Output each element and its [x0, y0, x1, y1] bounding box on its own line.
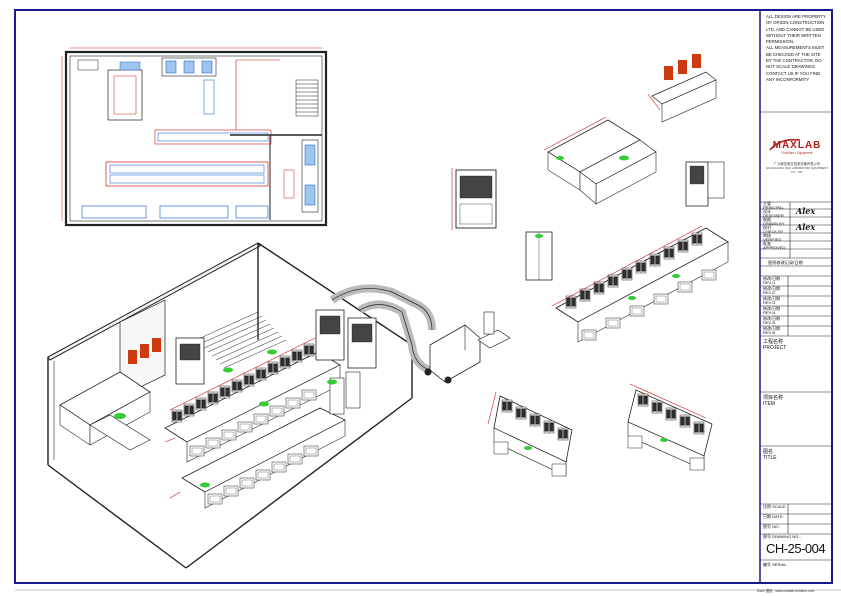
logo-name: MAXLAB — [772, 140, 822, 151]
logo-tagline: Furniture • Equipment — [781, 151, 813, 155]
sheet-border — [14, 9, 833, 584]
title-block-grid — [760, 111, 832, 561]
note-line: BY THE CONTRACTOR. DO — [766, 58, 822, 64]
company-logo: MAXLAB Furniture • Equipment 广州美凯斯实验室设备有… — [764, 140, 830, 174]
property-notes: ALL DESIGN ARE PROPERTY OF ORIGIN CONSTR… — [766, 14, 830, 83]
note-line: OF ORIGIN CONSTRUCTION — [766, 20, 825, 26]
serial-label: 编号 SERIAL: — [763, 562, 788, 567]
date-label: 日期 DATE: — [763, 514, 784, 519]
note-line: NOT SCALE DRAWINGS. — [766, 64, 817, 70]
footer-watermark: DWG 图纸 · www.maxlab-furniture.com — [757, 589, 815, 593]
revision-header: 图纸修改记录/日期 — [768, 260, 803, 265]
company-name-cn: 广州美凯斯实验室设备有限公司 — [773, 162, 821, 166]
scale-label: 比例 SCALE: — [763, 504, 787, 509]
drawing-number: CH-25-004 — [766, 541, 826, 556]
drawn-by-signature: Alex — [796, 222, 816, 232]
number-label: 图号 NO.: — [763, 524, 781, 529]
note-line: CONTACT US IF YOU FIND — [766, 70, 821, 76]
note-line: PERMISSION. — [766, 39, 795, 45]
designer-signature: Alex — [796, 206, 816, 216]
floor-plan — [61, 47, 328, 227]
isometric-lab-view — [47, 242, 511, 569]
note-line: ANY INCONFORMITY — [766, 76, 810, 82]
maxlab-logo-icon — [769, 138, 801, 151]
note-line: BE CHECKED AT THE SITE — [766, 51, 821, 57]
note-line: WITHOUT THEIR WRITTEN — [766, 32, 821, 38]
note-line: LTD. AND CANNOT BE USED — [766, 26, 825, 32]
company-name-en: GUANGZHOU MAX LABORATORY EQUIPMENT CO., … — [766, 166, 828, 174]
note-line: ALL DESIGN ARE PROPERTY — [766, 14, 826, 19]
note-line: ALL MEASUREMENTS MUST — [766, 45, 825, 51]
detail-views — [451, 54, 729, 477]
drawing-no-label: 图号 DRAWING NO.: — [763, 534, 801, 539]
